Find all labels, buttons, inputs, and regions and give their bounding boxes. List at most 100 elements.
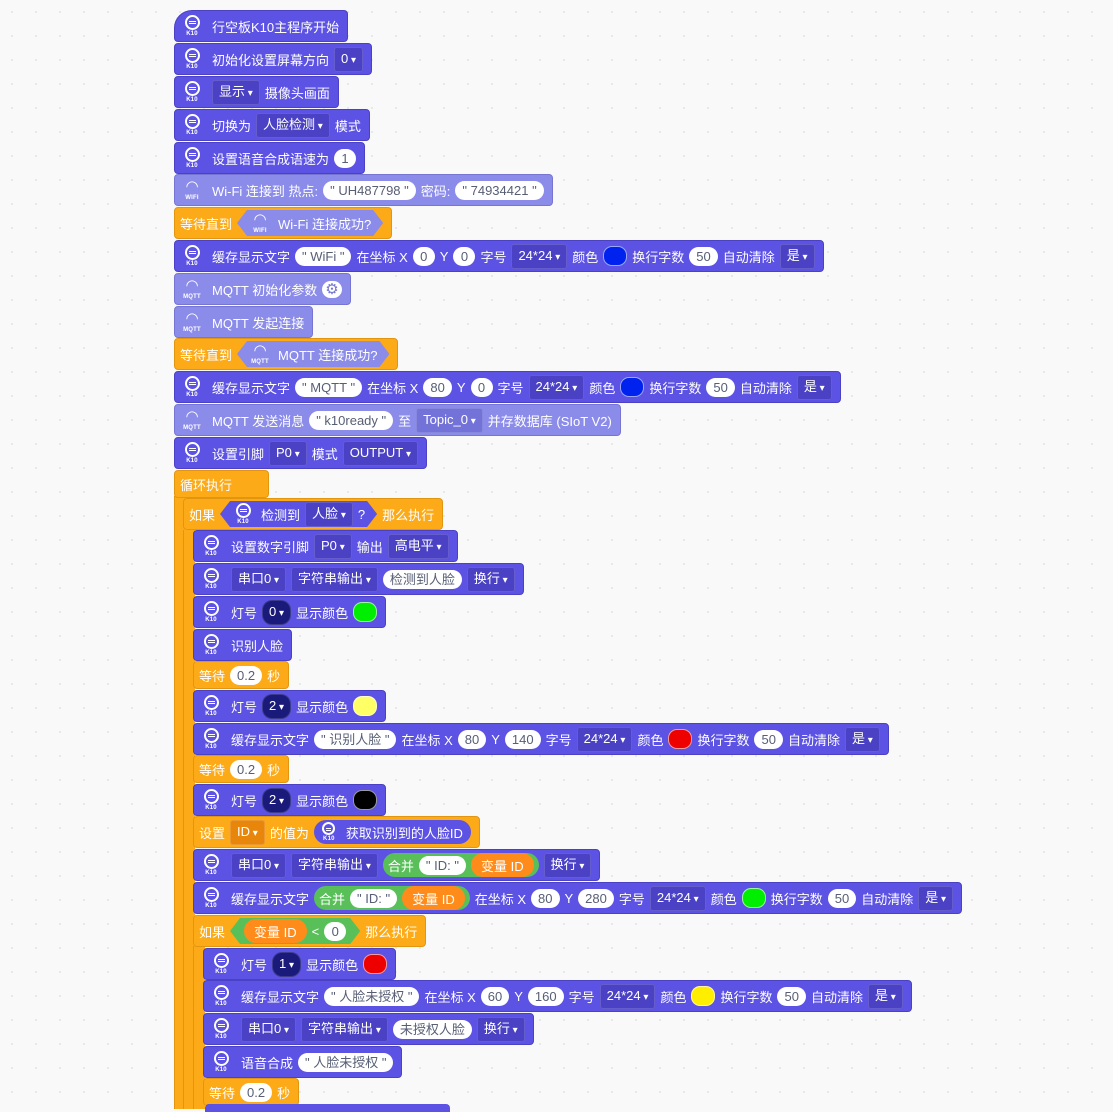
main-program-start-block[interactable]: K10 行空板K10主程序开始 <box>174 10 349 42</box>
color-swatch[interactable] <box>353 696 378 716</box>
if-id-less-than-zero-block[interactable]: 如果 变量 ID < 0 那么执行 <box>193 915 427 947</box>
x-input[interactable]: 80 <box>531 888 560 908</box>
color-swatch[interactable] <box>363 954 388 974</box>
text-input[interactable]: 未授权人脸 <box>392 1019 472 1039</box>
wait-block[interactable]: 等待 0.2 秒 <box>193 755 290 783</box>
font-size-dropdown[interactable]: 24*24 <box>599 983 656 1009</box>
join-reporter[interactable]: 合并 " ID: " 变量 ID <box>382 853 539 877</box>
seconds-input[interactable]: 0.2 <box>230 759 263 779</box>
serial-port-dropdown[interactable]: 串口0 <box>241 1016 297 1042</box>
x-input[interactable]: 80 <box>423 377 452 397</box>
serial-print-block[interactable]: K10 串口0 字符串输出 检测到人脸 换行 <box>193 563 524 595</box>
auto-clear-dropdown[interactable]: 是 <box>867 983 903 1009</box>
mqtt-send-block[interactable]: ◠MQTT MQTT 发送消息 " k10ready " 至 Topic_0 并… <box>174 404 621 436</box>
speech-synthesis-block[interactable]: K10 语音合成 " 人脸未授权 " <box>203 1046 403 1078</box>
wait-block[interactable]: 等待 0.2 秒 <box>203 1078 300 1106</box>
speech-text-input[interactable]: " 人脸未授权 " <box>298 1052 394 1072</box>
text-input[interactable]: " MQTT " <box>295 377 363 397</box>
face-detected-condition[interactable]: K10 检测到 人脸 ? <box>220 501 377 527</box>
get-face-id-reporter[interactable]: K10 获取识别到的人脸ID <box>313 820 471 844</box>
next-block-stub[interactable] <box>205 1104 450 1112</box>
variable-dropdown[interactable]: ID <box>230 819 265 845</box>
pin-mode-dropdown[interactable]: OUTPUT <box>342 440 419 466</box>
auto-clear-dropdown[interactable]: 是 <box>779 243 815 269</box>
led-dropdown[interactable]: 2 <box>262 693 292 719</box>
auto-clear-dropdown[interactable]: 是 <box>918 885 954 911</box>
variable-reporter[interactable]: 变量 ID <box>244 919 307 943</box>
less-than-condition[interactable]: 变量 ID < 0 <box>230 918 360 944</box>
output-format-dropdown[interactable]: 字符串输出 <box>291 566 378 592</box>
speech-rate-input[interactable]: 1 <box>334 148 357 168</box>
led-dropdown[interactable]: 2 <box>262 787 292 813</box>
set-digital-pin-block[interactable]: K10 设置数字引脚 P0 输出 高电平 <box>193 530 458 562</box>
color-swatch[interactable] <box>620 377 645 397</box>
wrap-input[interactable]: 50 <box>689 246 718 266</box>
text-input[interactable]: 检测到人脸 <box>382 569 462 589</box>
wifi-connect-block[interactable]: ◠WIFI Wi-Fi 连接到 热点: " UH487798 " 密码: " 7… <box>174 174 553 206</box>
wait-until-mqtt-block[interactable]: 等待直到 ◠MQTT MQTT 连接成功? <box>174 338 399 370</box>
color-swatch[interactable] <box>741 888 766 908</box>
wait-block[interactable]: 等待 0.2 秒 <box>193 661 290 689</box>
color-swatch[interactable] <box>668 729 693 749</box>
newline-dropdown[interactable]: 换行 <box>543 852 592 878</box>
serial-port-dropdown[interactable]: 串口0 <box>231 566 287 592</box>
mqtt-connect-block[interactable]: ◠MQTT MQTT 发起连接 <box>174 306 314 338</box>
show-dropdown[interactable]: 显示 <box>212 79 260 105</box>
cache-text-unauthorized-block[interactable]: K10 缓存显示文字 " 人脸未授权 " 在坐标 X 60 Y 160 字号 2… <box>203 980 912 1012</box>
led-dropdown[interactable]: 1 <box>272 951 302 977</box>
number-input[interactable]: 0 <box>324 922 346 941</box>
text-input[interactable]: " 人脸未授权 " <box>324 986 420 1006</box>
if-face-detected-block[interactable]: 如果 K10 检测到 人脸 ? 那么执行 <box>183 498 444 530</box>
init-screen-direction-block[interactable]: K10 初始化设置屏幕方向 0 <box>174 43 373 75</box>
set-pin-mode-block[interactable]: K10 设置引脚 P0 模式 OUTPUT <box>174 437 428 469</box>
level-dropdown[interactable]: 高电平 <box>387 533 449 559</box>
auto-clear-dropdown[interactable]: 是 <box>844 726 880 752</box>
serial-port-dropdown[interactable]: 串口0 <box>231 852 287 878</box>
x-input[interactable]: 0 <box>412 246 435 266</box>
topic-dropdown[interactable]: Topic_0 <box>416 407 483 433</box>
cache-text-mqtt-block[interactable]: K10 缓存显示文字 " MQTT " 在坐标 X 80 Y 0 字号 24*2… <box>174 371 841 403</box>
direction-dropdown[interactable]: 0 <box>334 46 364 72</box>
text-input[interactable]: " ID: " <box>350 888 398 908</box>
wrap-input[interactable]: 50 <box>777 986 806 1006</box>
password-input[interactable]: " 74934421 " <box>455 180 544 200</box>
y-input[interactable]: 0 <box>453 246 476 266</box>
y-input[interactable]: 140 <box>504 729 541 749</box>
text-input[interactable]: " 识别人脸 " <box>314 729 397 749</box>
seconds-input[interactable]: 0.2 <box>230 665 263 685</box>
text-input[interactable]: " ID: " <box>418 855 466 875</box>
text-input[interactable]: " WiFi " <box>295 246 352 266</box>
detect-target-dropdown[interactable]: 人脸 <box>305 502 353 527</box>
wait-until-wifi-block[interactable]: 等待直到 ◠WIFI Wi-Fi 连接成功? <box>174 207 393 239</box>
y-input[interactable]: 280 <box>578 888 614 908</box>
set-variable-block[interactable]: 设置 ID 的值为 K10 获取识别到的人脸ID <box>193 816 480 848</box>
led-color-block[interactable]: K10 灯号 0 显示颜色 <box>193 596 387 628</box>
wrap-input[interactable]: 50 <box>827 888 857 908</box>
cache-text-recognize-block[interactable]: K10 缓存显示文字 " 识别人脸 " 在坐标 X 80 Y 140 字号 24… <box>193 723 889 755</box>
font-size-dropdown[interactable]: 24*24 <box>576 726 633 752</box>
wrap-input[interactable]: 50 <box>706 377 735 397</box>
recognize-face-block[interactable]: K10 识别人脸 <box>193 629 293 661</box>
mode-dropdown[interactable]: 人脸检测 <box>256 112 330 138</box>
pin-dropdown[interactable]: P0 <box>314 533 352 559</box>
serial-print-id-block[interactable]: K10 串口0 字符串输出 合并 " ID: " 变量 ID 换行 <box>193 849 601 881</box>
gear-icon[interactable]: ⚙ <box>322 280 342 298</box>
join-reporter[interactable]: 合并 " ID: " 变量 ID <box>314 886 470 910</box>
switch-mode-block[interactable]: K10 切换为 人脸检测 模式 <box>174 109 370 141</box>
wifi-connected-condition[interactable]: ◠WIFI Wi-Fi 连接成功? <box>237 210 383 236</box>
led-color-block[interactable]: K10 灯号 2 显示颜色 <box>193 784 387 816</box>
font-size-dropdown[interactable]: 24*24 <box>511 243 568 269</box>
output-format-dropdown[interactable]: 字符串输出 <box>291 852 378 878</box>
show-camera-block[interactable]: K10 显示 摄像头画面 <box>174 76 339 108</box>
led-color-block[interactable]: K10 灯号 1 显示颜色 <box>203 948 397 980</box>
seconds-input[interactable]: 0.2 <box>240 1082 273 1102</box>
cache-text-id-block[interactable]: K10 缓存显示文字 合并 " ID: " 变量 ID 在坐标 X 80 Y 2… <box>193 882 963 914</box>
cache-text-wifi-block[interactable]: K10 缓存显示文字 " WiFi " 在坐标 X 0 Y 0 字号 24*24… <box>174 240 824 272</box>
wrap-input[interactable]: 50 <box>754 729 783 749</box>
led-color-block[interactable]: K10 灯号 2 显示颜色 <box>193 690 387 722</box>
color-swatch[interactable] <box>603 246 628 266</box>
x-input[interactable]: 60 <box>480 986 510 1006</box>
pin-dropdown[interactable]: P0 <box>269 440 307 466</box>
variable-reporter[interactable]: 变量 ID <box>470 853 534 877</box>
